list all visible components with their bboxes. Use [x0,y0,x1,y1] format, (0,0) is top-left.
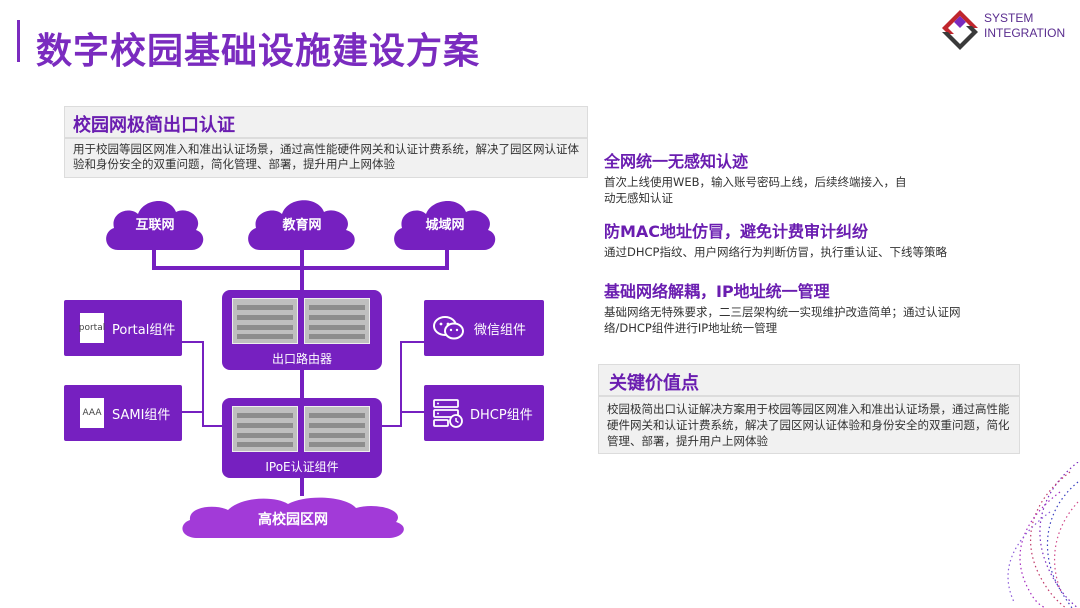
key-value-title-box: 关键价值点 [598,364,1020,396]
portal-component: portal Portal组件 [64,300,182,356]
connector-line [400,341,402,427]
connector-line [300,248,304,292]
component-label: DHCP组件 [470,407,533,423]
feature-block: 防MAC地址仿冒，避免计费审计纠纷 通过DHCP指纹、用户网络行为判断仿冒，执行… [604,218,1024,260]
cloud-label: 互联网 [135,218,175,233]
left-section-desc: 用于校园等园区网准入和准出认证场景，通过高性能硬件网关和认证计费系统，解决了园区… [73,142,579,171]
logo-text-line2: INTEGRATION [984,26,1066,40]
feature-block: 基础网络解耦，IP地址统一管理 基础网络无特殊要求，二三层架构统一实现维护改造简… [604,278,1004,336]
system-integration-logo-icon [942,10,978,50]
left-section-title: 校园网极简出口认证 [73,115,235,136]
connector-line [182,341,204,343]
connector-line [445,248,449,268]
connector-line [182,411,204,413]
connector-line [202,341,204,427]
connector-line [202,425,222,427]
connector-line [152,248,156,268]
connector-line [400,341,424,343]
decorative-swirl [1007,462,1079,608]
feature-block: 全网统一无感知认迹 首次上线使用WEB，输入账号密码上线，后续终端接入，自动无感… [604,148,924,206]
feature-desc: 首次上线使用WEB，输入账号密码上线，后续终端接入，自动无感知认证 [604,175,907,205]
ipoe-auth-label: IPoE认证组件 [265,460,339,474]
sami-component: AAA SAMI组件 [64,385,182,441]
page-title: 数字校园基础设施建设方案 [36,31,481,72]
left-section-desc-box: 用于校园等园区网准入和准出认证场景，通过高性能硬件网关和认证计费系统，解决了园区… [64,138,588,178]
feature-desc: 基础网络无特殊要求，二三层架构统一实现维护改造简单；通过认证网络/DHCP组件进… [604,305,961,335]
component-label: 微信组件 [474,322,527,338]
icon-text: AAA [82,408,102,418]
key-value-desc-box: 校园极简出口认证解决方案用于校园等园区网准入和准出认证场景，通过高性能硬件网关和… [598,396,1020,454]
connector-line [300,476,304,496]
exit-router-label: 出口路由器 [271,352,332,366]
cloud-education-net: 教育网 [242,192,362,254]
title-accent-bar [17,20,20,62]
connector-line [300,370,304,400]
cloud-metro-net: 城域网 [388,192,502,254]
wechat-component: 微信组件 [424,300,544,356]
connector-line [382,425,402,427]
key-value-desc: 校园极简出口认证解决方案用于校园等园区网准入和准出认证场景，通过高性能硬件网关和… [607,402,1010,448]
feature-title: 基础网络解耦，IP地址统一管理 [604,282,830,301]
cloud-shape [394,200,496,250]
cloud-shape [106,200,204,250]
component-label: Portal组件 [112,322,176,338]
cloud-label: 高校园区网 [258,512,328,528]
ipoe-auth-box: IPoE认证组件 [222,398,382,478]
router-device-image [232,298,298,344]
cloud-label: 教育网 [282,218,322,233]
cloud-campus-net: 高校园区网 [176,494,410,542]
wechat-icon [433,316,464,340]
cloud-shape [182,497,404,538]
exit-router-box: 出口路由器 [222,290,382,370]
feature-desc: 通过DHCP指纹、用户网络行为判断仿冒，执行重认证、下线等策略 [604,245,947,259]
ipoe-device-image [304,406,370,452]
ipoe-device-image [232,406,298,452]
feature-title: 防MAC地址仿冒，避免计费审计纠纷 [604,222,869,241]
feature-title: 全网统一无感知认迹 [604,152,749,171]
document-icon: AAA [80,398,104,428]
component-label: SAMI组件 [112,407,171,423]
logo-text-line1: SYSTEM [984,11,1034,25]
left-section-title-box: 校园网极简出口认证 [64,106,588,138]
dhcp-component: DHCP组件 [424,385,544,441]
connector-line [400,411,424,413]
router-device-image [304,298,370,344]
icon-text: portal [78,323,106,333]
cloud-label: 城域网 [425,218,465,233]
cloud-internet: 互联网 [100,192,210,254]
logo-text: SYSTEM INTEGRATION [984,11,1065,41]
key-value-title: 关键价值点 [609,373,699,394]
document-icon: portal [78,313,106,343]
cloud-shape [248,200,355,250]
server-clock-icon [433,399,463,428]
